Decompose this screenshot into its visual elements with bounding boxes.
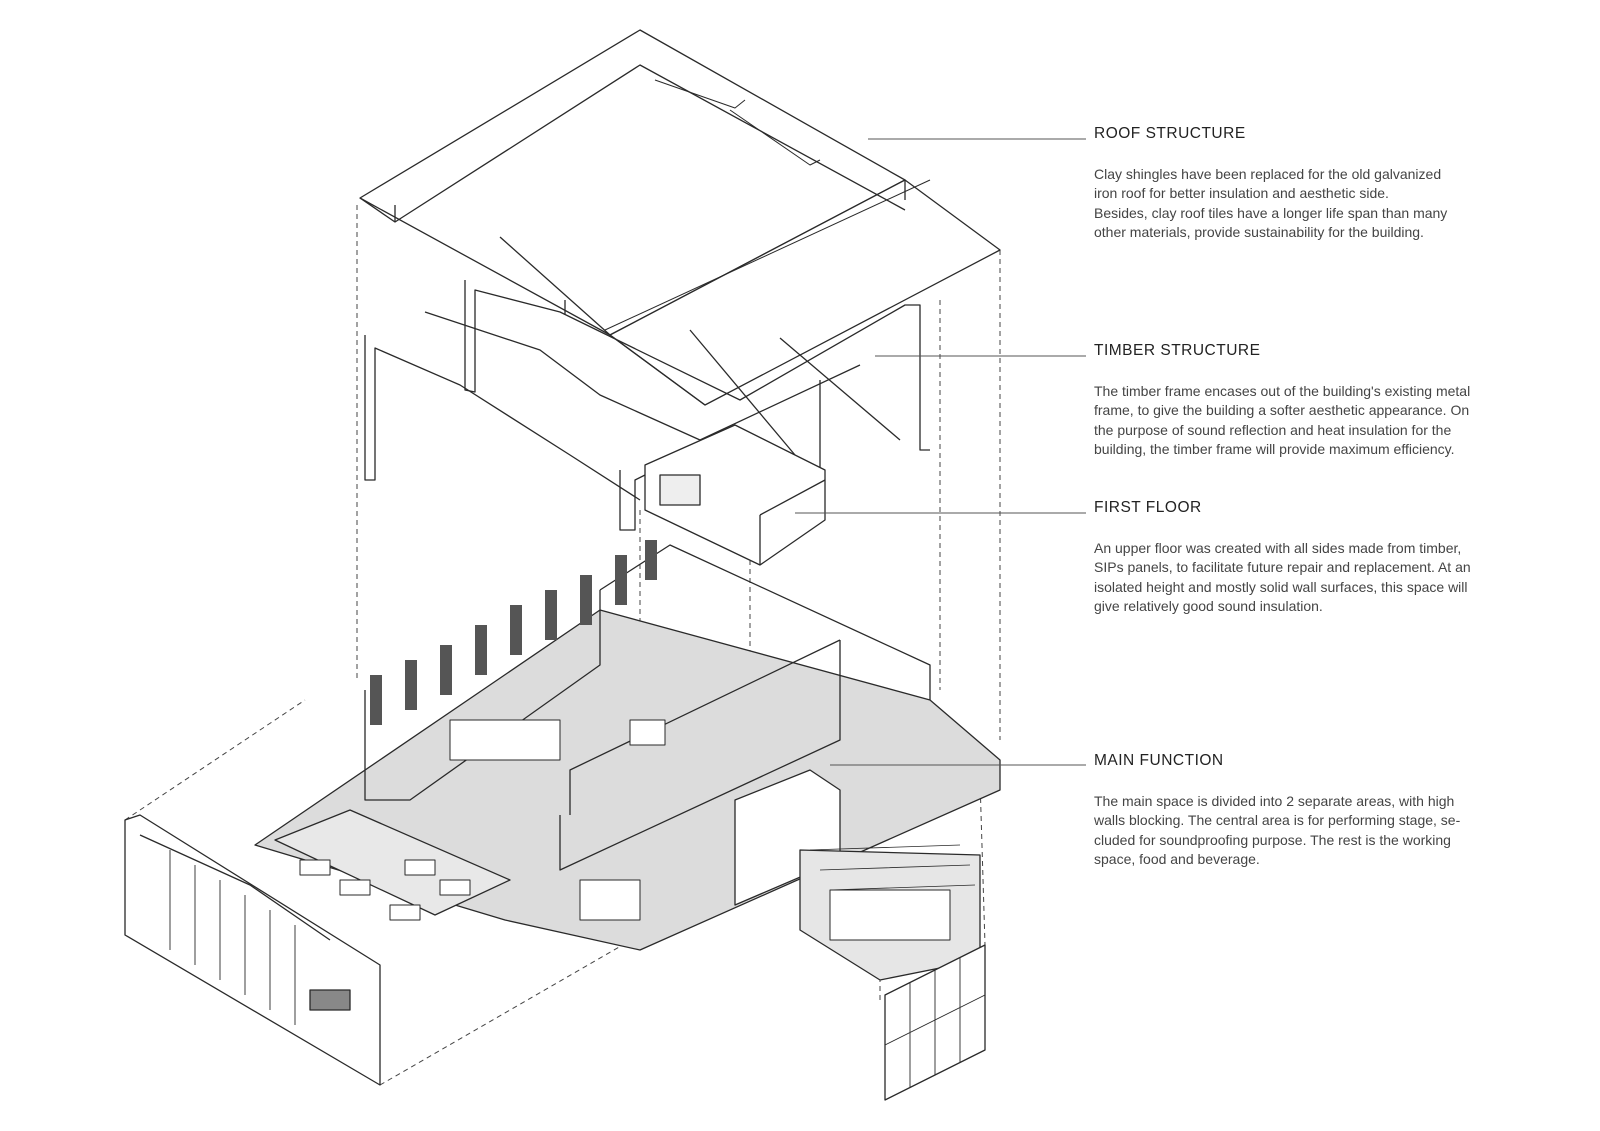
leader-lines xyxy=(795,138,1086,766)
annotation-timber-structure: TIMBER STRUCTURE The timber frame encase… xyxy=(1094,342,1574,459)
text-line: cluded for soundproofing purpose. The re… xyxy=(1094,831,1451,848)
text-line: isolated height and mostly solid wall su… xyxy=(1094,578,1468,595)
text-line: the purpose of sound reflection and heat… xyxy=(1094,421,1452,438)
text-line: space, food and beverage. xyxy=(1094,850,1260,867)
text-line: SIPs panels, to facilitate future repair… xyxy=(1094,559,1471,576)
text-line: An upper floor was created with all side… xyxy=(1094,540,1462,556)
window-fins xyxy=(370,540,657,725)
text-line: Clay shingles have been replaced for the… xyxy=(1094,166,1442,182)
annotation-main-function: MAIN FUNCTION The main space is divided … xyxy=(1094,752,1574,869)
text-line: The timber frame encases out of the buil… xyxy=(1094,383,1471,399)
text-line: iron roof for better insulation and aest… xyxy=(1094,185,1389,202)
furniture xyxy=(299,719,951,941)
right-wall-elevation xyxy=(884,944,986,1101)
text-line: frame, to give the building a softer aes… xyxy=(1094,402,1470,419)
annotation-text: The timber frame encases out of the buil… xyxy=(1094,382,1574,459)
first-floor xyxy=(644,424,826,566)
annotation-title: ROOF STRUCTURE xyxy=(1094,125,1246,142)
text-line: The main space is divided into 2 separat… xyxy=(1094,793,1455,809)
text-line: Besides, clay roof tiles have a longer l… xyxy=(1094,204,1448,221)
annotation-title: MAIN FUNCTION xyxy=(1094,752,1224,769)
annotation-title: TIMBER STRUCTURE xyxy=(1094,342,1261,359)
text-line: walls blocking. The central area is for … xyxy=(1094,812,1461,829)
ground-floor xyxy=(254,540,1001,981)
annotation-first-floor: FIRST FLOOR An upper floor was created w… xyxy=(1094,499,1574,616)
text-line: give relatively good sound insulation. xyxy=(1094,597,1323,614)
text-line: building, the timber frame will provide … xyxy=(1094,440,1455,457)
annotation-title: FIRST FLOOR xyxy=(1094,499,1202,516)
left-wall-elevation xyxy=(124,814,381,1086)
timber-structure xyxy=(364,280,930,531)
annotation-text: Clay shingles have been replaced for the… xyxy=(1094,165,1574,242)
annotation-text: An upper floor was created with all side… xyxy=(1094,539,1574,616)
text-line: other materials, provide sustainability … xyxy=(1094,223,1424,240)
annotation-roof-structure: ROOF STRUCTURE Clay shingles have been r… xyxy=(1094,125,1574,242)
annotation-text: The main space is divided into 2 separat… xyxy=(1094,792,1574,869)
roof-structure xyxy=(359,29,1001,406)
